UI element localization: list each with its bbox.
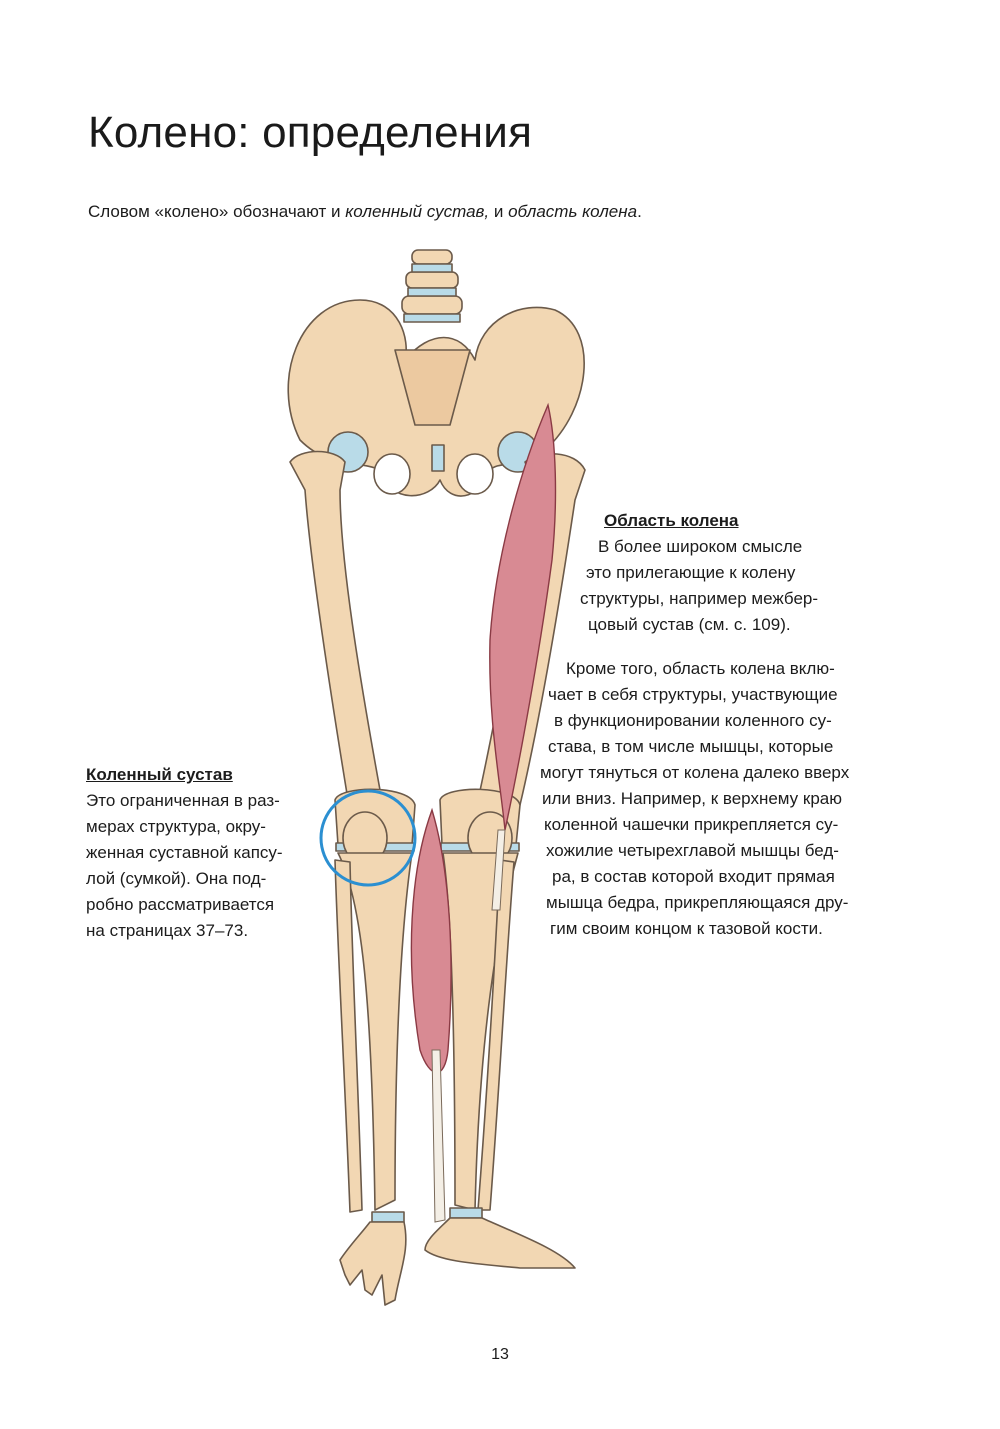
ankle-cartilage: [449, 1207, 483, 1219]
skeleton-illustration: [287, 249, 586, 1306]
knee-area-more-line: гим своим концом к тазовой кости.: [550, 919, 823, 938]
intro-text-3: .: [637, 202, 642, 221]
knee-area-more-line: коленной чашечки прикрепляется су-: [544, 815, 839, 834]
obturator-foramen: [456, 453, 494, 495]
fibula-left: [334, 859, 363, 1213]
sacrum: [394, 349, 471, 426]
vertebra: [405, 271, 459, 289]
knee-area-more-line: могут тянуться от колена далеко вверх: [540, 763, 850, 782]
intervertebral-disc: [407, 287, 457, 297]
knee-joint-caption: Коленный сустав Это ограниченная в раз- …: [86, 762, 326, 944]
patellar-tendon: [491, 829, 506, 911]
knee-area-more-line: чает в себя структуры, участвующие: [548, 685, 838, 704]
knee-area-line: это прилегающие к колену: [586, 563, 796, 582]
knee-area-line: В более широком смысле: [598, 537, 803, 556]
knee-area-more-caption: Кроме того, область колена вклю- чает в …: [540, 656, 920, 942]
intro-paragraph: Словом «колено» обозначают и коленный су…: [88, 200, 928, 224]
tibia-left: [337, 852, 413, 1211]
intro-term-knee-joint: коленный сустав,: [345, 202, 490, 221]
intro-term-knee-area: область колена: [508, 202, 638, 221]
pubic-symphysis: [431, 444, 445, 472]
vertebra: [401, 295, 463, 315]
intervertebral-disc: [411, 263, 453, 273]
obturator-foramen: [373, 453, 411, 495]
knee-joint-line: лой (сумкой). Она под-: [86, 869, 267, 888]
knee-area-line: структуры, например межбер-: [580, 589, 819, 608]
intro-text-2: и: [489, 202, 509, 221]
knee-joint-highlight-circle: [319, 789, 417, 887]
knee-area-more-line: мышца бедра, прикрепляющаяся дру-: [546, 893, 849, 912]
knee-area-more-line: в функционировании коленного су-: [554, 711, 832, 730]
knee-area-more-line: става, в том числе мышцы, которые: [548, 737, 834, 756]
knee-joint-line: Это ограниченная в раз-: [86, 791, 280, 810]
page-number: 13: [491, 1346, 509, 1363]
knee-area-heading: Область колена: [604, 511, 739, 530]
knee-joint-line: на страницах 37–73.: [86, 921, 249, 940]
knee-area-caption: Область колена В более широком смысле эт…: [560, 508, 940, 638]
knee-joint-line: робно рассматривается: [86, 895, 275, 914]
achilles-tendon: [431, 1049, 446, 1223]
knee-joint-line: мерах структура, окру-: [86, 817, 266, 836]
knee-joint-line: женная суставной капсу-: [86, 843, 283, 862]
knee-area-more-line: ра, в состав которой входит прямая: [552, 867, 835, 886]
intro-text-1: Словом «колено» обозначают и: [88, 202, 346, 221]
knee-area-more-line: хожилие четырехглавой мышцы бед-: [546, 841, 839, 860]
foot-right: [424, 1217, 576, 1269]
fibula-right: [477, 859, 515, 1211]
foot-left: [339, 1221, 407, 1306]
intervertebral-disc: [403, 313, 461, 323]
knee-area-more-line: или вниз. Например, к верхнему краю: [542, 789, 842, 808]
knee-area-more-line: Кроме того, область колена вклю-: [566, 659, 835, 678]
femur-left: [289, 450, 381, 801]
knee-joint-heading: Коленный сустав: [86, 765, 233, 784]
vertebra: [411, 249, 453, 265]
ankle-cartilage: [371, 1211, 405, 1223]
page-title: Колено: определения: [88, 108, 533, 157]
knee-area-line: цовый сустав (см. с. 109).: [588, 615, 791, 634]
